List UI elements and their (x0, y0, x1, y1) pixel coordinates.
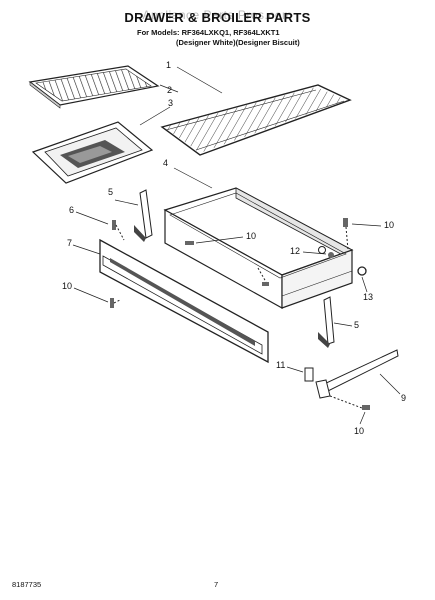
callout-5-left: 5 (108, 187, 114, 197)
callout-3: 3 (168, 98, 174, 108)
screw-10-front (110, 298, 121, 308)
callout-12: 12 (290, 246, 301, 256)
page-number: 7 (214, 580, 219, 589)
screw-10-side (257, 267, 269, 286)
callout-2: 2 (167, 85, 173, 95)
callout-11: 11 (276, 360, 286, 370)
callout-10-drawer: 10 (246, 231, 257, 241)
drawer-slide-left (134, 189, 153, 242)
models-line: For Models: RF364LXKQ1, RF364LXKT1 (137, 28, 280, 37)
washer-12 (328, 252, 334, 258)
clip (304, 367, 314, 382)
callout-13: 13 (363, 292, 374, 302)
designer-line: (Designer White)(Designer Biscuit) (176, 38, 300, 47)
callout-5-right: 5 (354, 320, 360, 330)
watermark: Appliance Parts Pros.com (142, 8, 293, 22)
callout-10-bracket: 10 (354, 426, 365, 436)
broiler-pan (31, 121, 154, 184)
drawer-front-panel (99, 238, 269, 364)
drawer-slide-right (318, 296, 335, 348)
screw-10-bracket (329, 395, 370, 410)
bracket (315, 349, 399, 399)
broiler-grate (28, 65, 160, 109)
drawer-body (163, 187, 354, 310)
screw-10-drawer (185, 241, 194, 245)
nut-13 (357, 266, 367, 276)
screw-10-top (343, 218, 349, 251)
callout-10-front: 10 (62, 281, 73, 291)
callout-4: 4 (163, 158, 169, 168)
callout-6: 6 (69, 205, 75, 215)
doc-number: 8187735 (12, 580, 42, 589)
page-title: DRAWER & BROILER PARTS (124, 10, 311, 25)
leader-lines (72, 66, 401, 425)
oven-rack (160, 84, 352, 156)
screw-6 (112, 220, 125, 241)
callout-10-top: 10 (384, 220, 395, 230)
callout-9: 9 (401, 393, 407, 403)
callout-1: 1 (166, 60, 172, 70)
callout-7: 7 (67, 238, 73, 248)
